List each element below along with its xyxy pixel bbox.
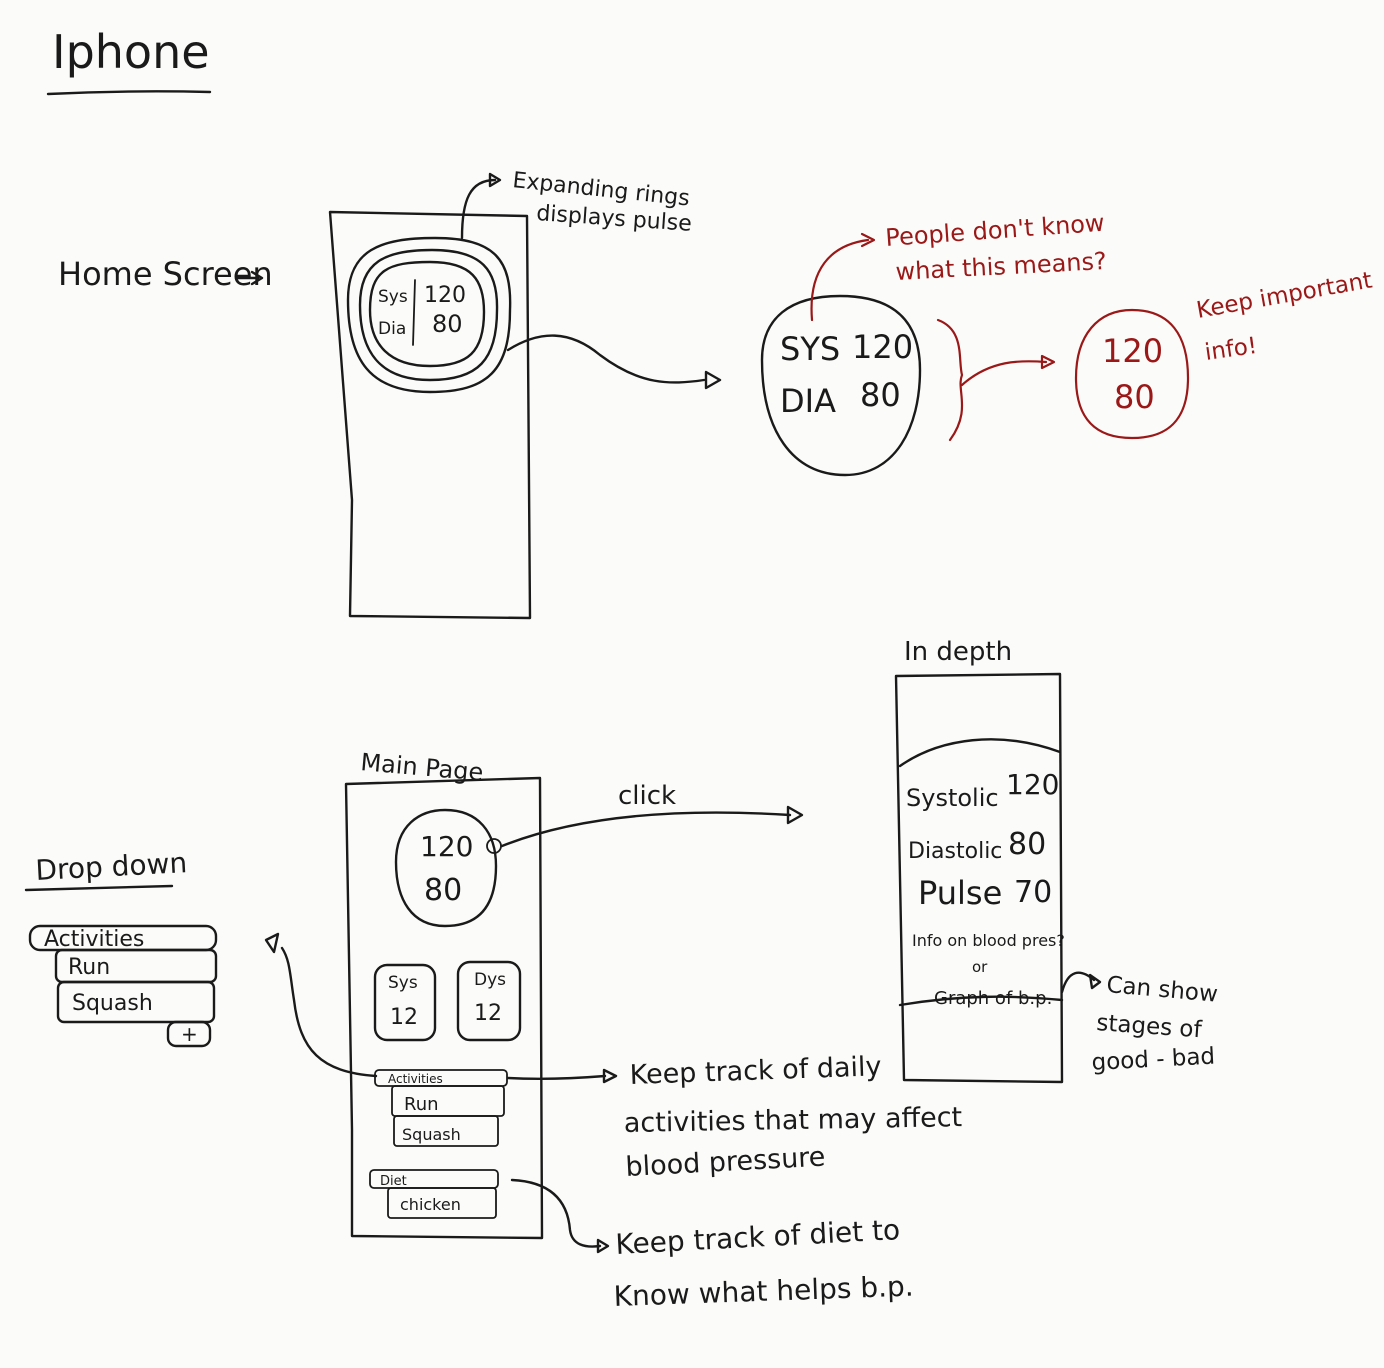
activities-note-arrow [506,1074,607,1081]
question-line1: People don't know [884,209,1105,252]
pulse-ring-inner [368,260,486,368]
brace [936,318,964,442]
diastolic-label: Diastolic [908,839,1002,864]
or-text: or [972,958,988,976]
dropdown-title: Drop down [35,846,188,887]
keep-info-line1: Keep important [1195,267,1375,323]
home-dia-label: Dia [378,319,406,339]
diet-note-line1: Keep track of diet to [615,1213,901,1261]
keep-info-line2: info! [1203,333,1258,366]
home-phone-frame [328,210,532,620]
home-sys-label: Sys [378,287,408,307]
dropdown-header: Activities [44,927,144,952]
click-arrow [500,811,792,848]
diet-note-line2: Know what helps b.p. [613,1270,914,1313]
rings-note-connector [460,178,497,240]
dys-card-label: Dys [474,970,506,990]
dropdown-add: + [181,1022,198,1046]
home-screen-label: Home Screen [58,255,273,293]
zoom-dia-label: DIA [780,382,836,420]
pulse-value: 70 [1014,875,1052,910]
zoom-arrowhead [704,370,722,390]
stages-arrowhead [1088,973,1102,990]
pulse-ring-outer [346,236,512,394]
zoom-circle [760,294,922,477]
main-activity-item: Run [404,1094,439,1115]
in-depth-sheet-bottom [898,995,1064,1007]
home-dia-value: 80 [432,310,463,338]
dropdown-add-box[interactable] [166,1020,212,1048]
zoom-dia-value: 80 [860,376,901,414]
main-diet-header: Diet [380,1174,407,1189]
title-underline [46,90,212,96]
in-depth-sheet-top [898,738,1062,768]
stages-line1: Can show [1105,972,1218,1008]
zoom-sys-value: 120 [852,328,913,366]
question-arrowhead [860,232,876,248]
main-activity-item: Squash [402,1125,461,1144]
question-line2: what this means? [895,247,1107,286]
activities-note-line2: activities that may affect [624,1102,963,1139]
dropdown-item: Squash [72,991,153,1016]
main-activity-row[interactable] [393,1115,499,1147]
sys-card-value: 12 [390,1005,418,1030]
sys-card[interactable] [373,963,437,1042]
page-title: Iphone [52,25,210,79]
simplify-arrowhead [1040,354,1056,370]
info-text: Info on blood pres? [912,931,1065,950]
simple-dia-value: 80 [1114,378,1155,416]
simplify-arrow [960,360,1048,387]
home-sys-value: 120 [424,283,466,308]
dropdown-title-underline [24,884,174,892]
diet-note-arrow [510,1178,602,1248]
stages-line2: stages of [1096,1010,1204,1043]
pulse-ring-middle [358,248,499,382]
activities-note-arrowhead [602,1068,618,1084]
main-diet-row[interactable] [387,1187,497,1219]
zoom-sys-label: SYS [780,330,840,368]
click-label: click [618,781,676,811]
main-circle-bottom: 80 [424,873,462,908]
zoom-arrow [506,334,706,384]
graph-text: Graph of b.p. [934,988,1052,1009]
activities-note-line1: Keep track of daily [629,1051,882,1091]
pulse-label: Pulse [918,874,1002,912]
click-arrowhead [786,805,804,825]
in-depth-title: In depth [904,637,1012,667]
home-label-arrow [236,270,264,286]
rings-note-arrowhead [488,172,502,188]
dropdown-row[interactable] [56,980,216,1024]
dropdown-arrow [280,946,378,1078]
activities-note-line3: blood pressure [625,1142,826,1183]
diet-note-arrowhead [596,1238,610,1254]
main-activities-header: Activities [388,1072,443,1086]
dys-card[interactable] [456,960,522,1042]
stages-line3: good - bad [1091,1044,1216,1076]
simple-sys-value: 120 [1102,332,1163,370]
dys-card-value: 12 [474,1001,502,1026]
main-circle-top: 120 [420,830,473,863]
in-depth-phone-frame [894,672,1064,1084]
simple-circle [1074,308,1190,440]
systolic-label: Systolic [906,784,999,812]
main-diet-item: chicken [400,1195,461,1214]
sys-card-label: Sys [388,973,418,993]
home-divider [412,279,416,346]
main-reading-circle [394,808,498,928]
dropdown-item: Run [68,955,110,980]
diastolic-value: 80 [1008,827,1046,862]
systolic-value: 120 [1006,768,1059,801]
question-connector [810,238,870,322]
dropdown-arrowhead [264,932,280,954]
